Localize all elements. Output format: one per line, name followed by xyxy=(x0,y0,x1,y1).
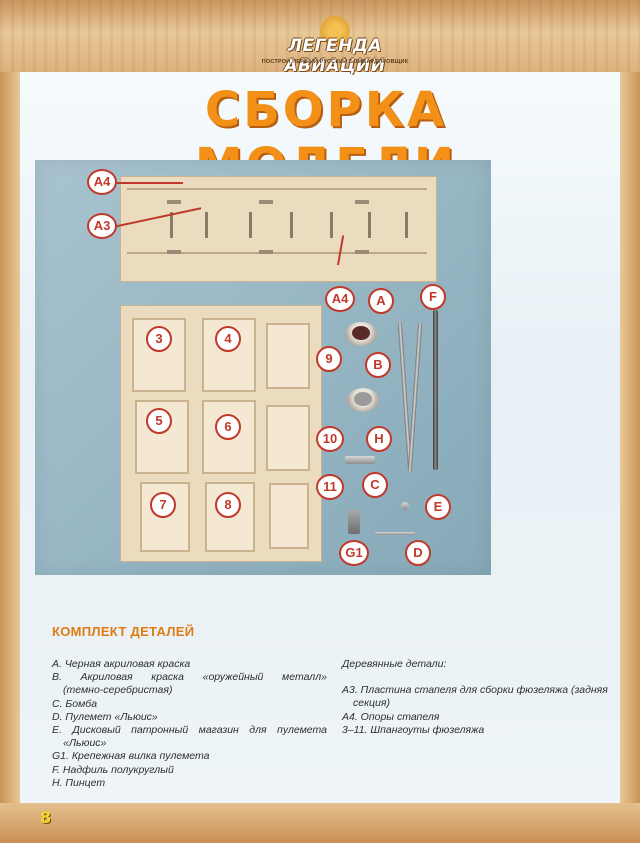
list-item-continuation: секция) xyxy=(353,697,390,710)
callout-g1: G1 xyxy=(339,540,369,566)
frame-part-9 xyxy=(266,323,310,389)
callout-a3: A3 xyxy=(87,213,117,239)
list-item: F. Надфиль полукруглый xyxy=(52,763,174,776)
gun-mount-fork xyxy=(348,510,360,534)
callout-6: 6 xyxy=(215,414,241,440)
sheet-tab xyxy=(167,250,181,254)
parts-photo: A4 A3 A4 A F B H C E G1 D 3 4 5 6 7 8 9 … xyxy=(35,160,491,575)
list-item: H. Пинцет xyxy=(52,776,106,789)
list-item-continuation: (темно-серебристая) xyxy=(63,684,173,697)
sheet-slot xyxy=(249,212,252,238)
list-item: A. Черная акриловая краска xyxy=(52,658,191,670)
list-item-continuation: «Льюис» xyxy=(63,737,107,750)
callout-a: A xyxy=(368,288,394,314)
callout-h: H xyxy=(366,426,392,452)
callout-f: F xyxy=(420,284,446,310)
logo-title: ЛЕГЕНДА АВИАЦИИ xyxy=(284,36,386,76)
list-item: D. Пулемет «Льюис» xyxy=(52,710,158,723)
list-item: A3. Пластина стапеля для сборки фюзеляжа… xyxy=(342,684,608,697)
wood-left-border xyxy=(0,72,20,803)
list-item: G1. Крепежная вилка пулемета xyxy=(52,750,210,763)
sheet-slot xyxy=(405,212,408,238)
page-number: 8 xyxy=(40,808,52,827)
callout-9: 9 xyxy=(316,346,342,372)
list-item: C. Бомба xyxy=(52,697,98,710)
drum-magazine xyxy=(401,502,409,510)
sheet-slot xyxy=(330,212,333,238)
logo-subtitle: ПОСТРОИ ПЕРВЫЙ РУССКИЙ БОМБАРДИРОВЩИК xyxy=(261,59,409,65)
sheet-tab xyxy=(355,250,369,254)
frame-part-10 xyxy=(266,405,310,471)
sheet-rail-top xyxy=(127,188,427,190)
sheet-rail-bottom xyxy=(127,252,427,254)
frame-part-11 xyxy=(269,483,309,549)
paint-jar-a xyxy=(345,322,377,346)
paint-jar-b-cap xyxy=(354,392,372,406)
wood-right-border xyxy=(620,72,640,803)
callout-d: D xyxy=(405,540,431,566)
paint-jar-a-cap xyxy=(352,326,370,340)
sun-emblem-icon xyxy=(320,16,350,46)
callout-e: E xyxy=(425,494,451,520)
callout-4: 4 xyxy=(215,326,241,352)
callout-b: B xyxy=(365,352,391,378)
lewis-gun xyxy=(375,532,415,535)
bomb-part xyxy=(345,456,375,464)
parts-list-left: A. Черная акриловая краска B. Акриловая … xyxy=(52,658,327,790)
spacer xyxy=(342,671,622,684)
sheet-slot xyxy=(205,212,208,238)
plywood-sheet-a3 xyxy=(120,176,437,282)
kit-heading: КОМПЛЕКТ ДЕТАЛЕЙ xyxy=(52,624,195,639)
sheet-tab xyxy=(259,250,273,254)
callout-a4-bottom: A4 xyxy=(325,286,355,312)
callout-8: 8 xyxy=(215,492,241,518)
callout-a4-top: A4 xyxy=(87,169,117,195)
callout-c: C xyxy=(362,472,388,498)
callout-11: 11 xyxy=(316,474,344,500)
sheet-tab xyxy=(167,200,181,204)
wooden-parts-heading: Деревянные детали: xyxy=(342,658,447,670)
frame-part-3 xyxy=(132,318,186,392)
tweezers-arm xyxy=(407,322,423,472)
list-item: 3–11. Шпангоуты фюзеляжа xyxy=(342,723,485,736)
wood-bottom-border xyxy=(0,803,640,843)
sheet-tab xyxy=(355,200,369,204)
list-item: A4. Опоры стапеля xyxy=(342,710,440,723)
needle-file xyxy=(433,310,438,470)
callout-5: 5 xyxy=(146,408,172,434)
callout-7: 7 xyxy=(150,492,176,518)
series-logo: ЛЕГЕНДА АВИАЦИИ ПОСТРОИ ПЕРВЫЙ РУССКИЙ Б… xyxy=(250,16,420,76)
sheet-slot xyxy=(290,212,293,238)
callout-3: 3 xyxy=(146,326,172,352)
leader-a4-top xyxy=(113,182,183,184)
sheet-tab xyxy=(259,200,273,204)
paint-jar-b xyxy=(347,388,379,412)
sheet-slot xyxy=(170,212,173,238)
parts-list-right: Деревянные детали: A3. Пластина стапеля … xyxy=(342,658,622,737)
list-item: B. Акриловая краска «оружейный металл» xyxy=(52,671,327,684)
callout-10: 10 xyxy=(316,426,344,452)
list-item: E. Дисковый патронный магазин для пулеме… xyxy=(52,724,327,737)
sheet-slot xyxy=(368,212,371,238)
